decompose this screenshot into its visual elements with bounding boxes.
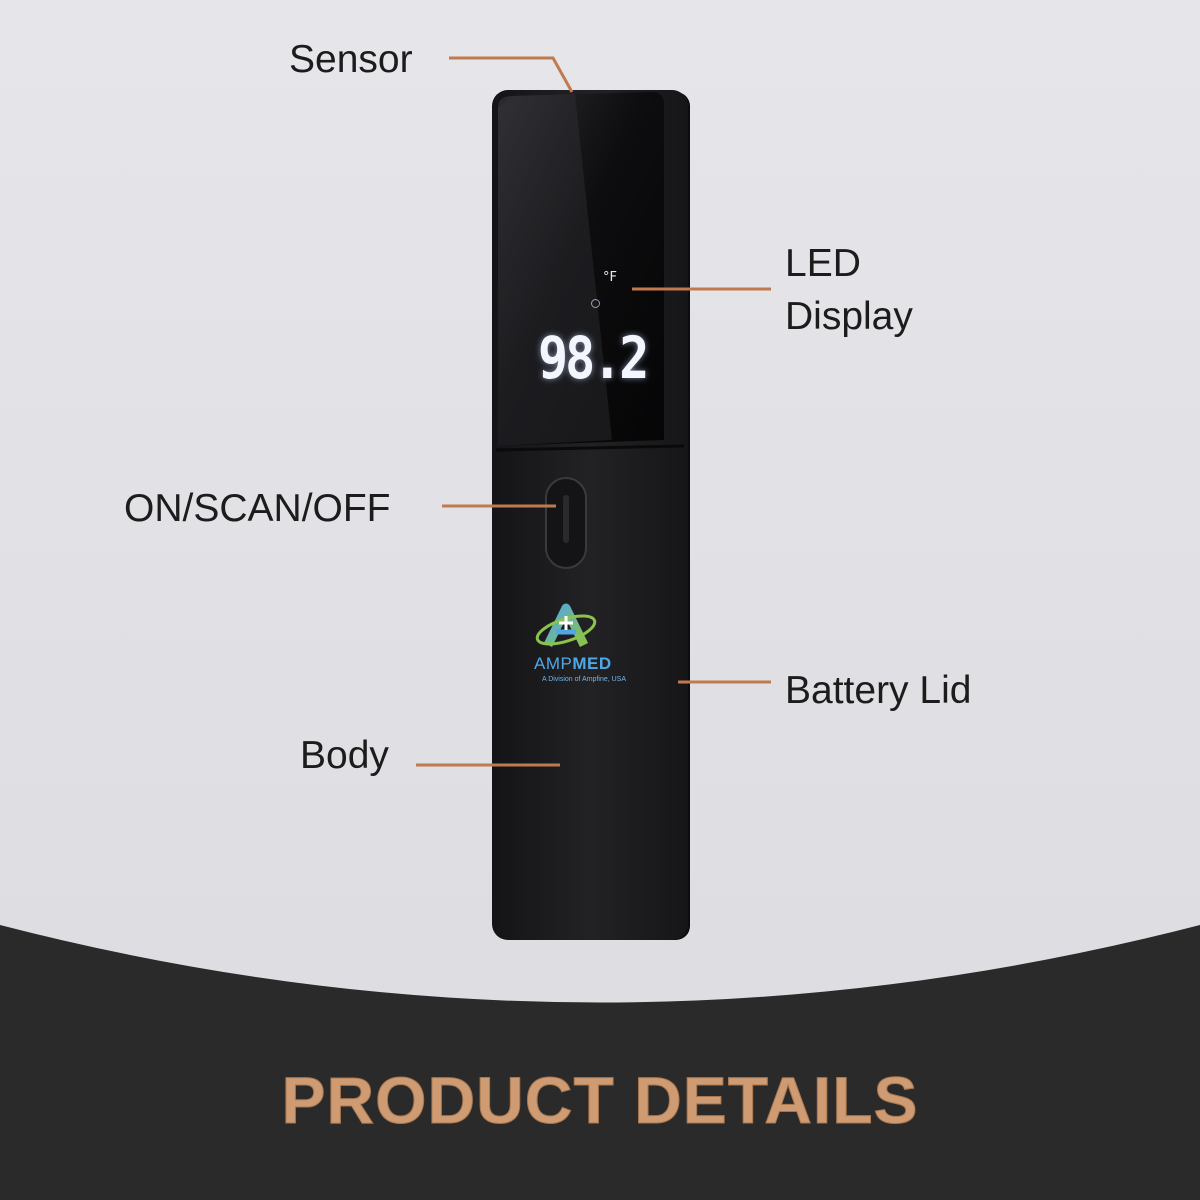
footer-title: PRODUCT DETAILS [281, 1063, 919, 1138]
brand-logo-amp: AMP [534, 654, 573, 673]
callout-label-sensor: Sensor [289, 38, 413, 81]
brand-logo-text: AMPMED [534, 654, 612, 674]
ampmed-logo-icon [535, 603, 597, 647]
callout-label-body: Body [300, 734, 389, 777]
led-temperature-reading: 98.2 [538, 325, 649, 392]
callout-label-button: ON/SCAN/OFF [124, 487, 391, 530]
callout-label-led-line1: LED [785, 242, 861, 285]
panel-separator [495, 444, 685, 452]
temperature-unit-indicator: °F [603, 270, 617, 285]
glass-panel [498, 92, 664, 446]
brand-logo-med: MED [572, 654, 612, 673]
callout-line-sensor [449, 56, 574, 93]
brand-tagline: A Division of Ampfine, USA [541, 676, 627, 683]
callout-label-battery-lid: Battery Lid [785, 669, 972, 712]
callout-label-led-line2: Display [785, 294, 913, 338]
glass-reflection [498, 94, 612, 446]
background-dark-band [0, 925, 1200, 1200]
callout-lines [416, 56, 771, 767]
mode-indicator-icon [591, 299, 600, 308]
callout-label-led-display: LED Display [785, 238, 913, 343]
